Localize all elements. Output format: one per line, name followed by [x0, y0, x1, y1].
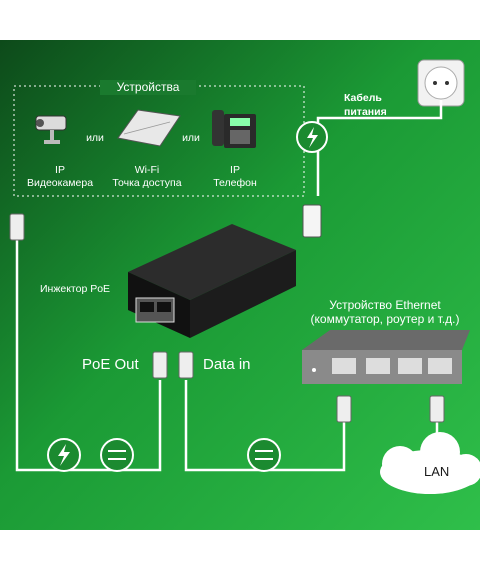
data-in-label: Data in: [203, 356, 251, 373]
data-circle: [247, 438, 281, 472]
ap-label-2: Точка доступа: [112, 177, 182, 189]
devices-title: Устройства: [100, 80, 196, 95]
ethernet-device-label-1: Устройство Ethernet: [329, 298, 441, 312]
power-cable-label-1: Кабель: [344, 92, 382, 104]
lan-label: LAN: [424, 464, 450, 479]
power-cable-label-2: питания: [344, 106, 387, 118]
camera-label-2: Видеокамера: [26, 177, 94, 189]
rj45-plug-icon: [429, 395, 445, 423]
ethernet-switch: [302, 330, 470, 384]
rj45-plug-icon: [152, 351, 168, 379]
lightning-icon: [58, 444, 70, 466]
or-label: или: [182, 132, 200, 144]
arrows-icon: [108, 450, 126, 460]
injector-label: Инжектор PoE: [40, 283, 111, 295]
poe-injector: [128, 224, 296, 338]
rj45-plug-icon: [9, 213, 25, 241]
phone-label-1: IP: [230, 164, 240, 176]
power-plug-icon: [302, 204, 322, 238]
rj45-plug-icon: [336, 395, 352, 423]
arrows-icon: [255, 450, 273, 460]
camera-label-1: IP: [55, 164, 65, 176]
phone-label-2: Телефон: [213, 177, 257, 189]
access-point-icon: [117, 109, 181, 147]
or-label: или: [86, 132, 104, 144]
power-cable: [316, 100, 443, 196]
lan-cloud-icon: [380, 432, 480, 494]
lightning-icon: [307, 127, 318, 148]
ip-camera-icon: [35, 115, 67, 144]
poe-out-cable: [15, 230, 162, 472]
ip-phone-icon: [212, 110, 256, 148]
poe-out-label: PoE Out: [82, 356, 139, 373]
data-circle: [100, 438, 134, 472]
ap-label-1: Wi-Fi: [134, 164, 160, 176]
power-socket-icon: [417, 59, 465, 107]
rj45-plug-icon: [178, 351, 194, 379]
ethernet-device-label-2: (коммутатор, роутер и т.д.): [310, 312, 460, 326]
